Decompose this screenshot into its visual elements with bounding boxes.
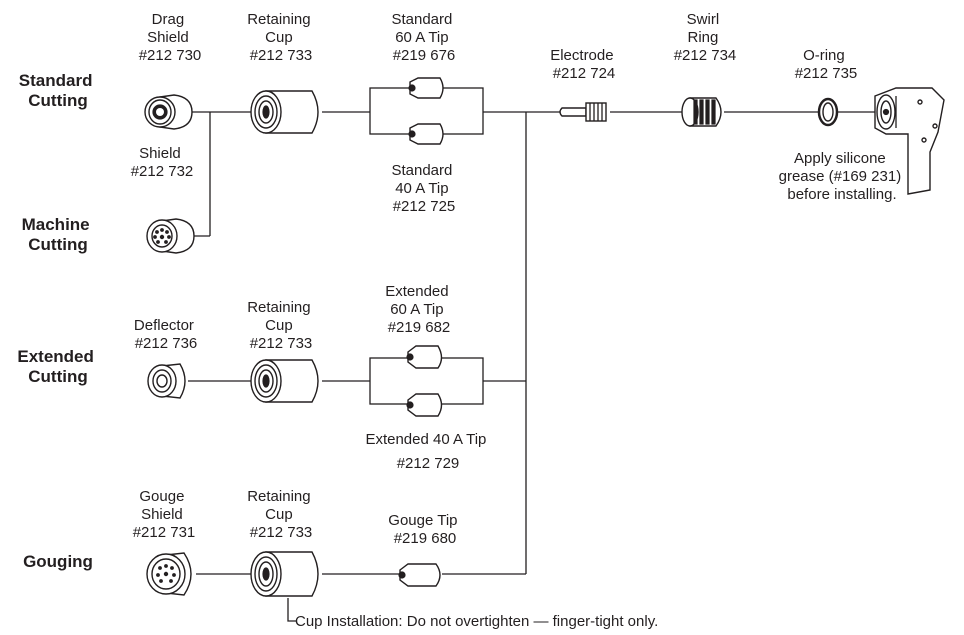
swirl-ring-icon [681, 97, 722, 127]
tip-icon [408, 123, 444, 145]
label-shield: Shield #212 732 [131, 145, 194, 180]
label-tip-extended-60a: Extended 60 A Tip #219 682 [385, 283, 453, 336]
category-standard-cutting: Standard Cutting [19, 71, 97, 110]
label-gouge-tip: Gouge Tip #219 680 [388, 512, 461, 547]
tip-icon [408, 77, 444, 99]
o-ring-icon [817, 97, 839, 127]
label-swirl-ring: Swirl Ring #212 734 [674, 11, 737, 64]
note-cup-installation: Cup Installation: Do not overtighten — f… [295, 613, 658, 630]
label-tip-standard-40a: Standard 40 A Tip #212 725 [391, 162, 456, 215]
electrode-icon [559, 102, 607, 122]
retaining-cup-icon [250, 90, 319, 134]
label-drag-shield: Drag Shield #212 730 [139, 11, 202, 64]
torch-head-icon [874, 87, 945, 195]
label-tip-standard-60a: Standard 60 A Tip #219 676 [391, 11, 456, 64]
category-machine-cutting: Machine Cutting [22, 215, 95, 254]
shield-icon [146, 218, 195, 254]
label-gouge-shield: Gouge Shield #212 731 [133, 488, 196, 541]
retaining-cup-icon [250, 551, 319, 597]
label-retaining-cup-standard: Retaining Cup #212 733 [247, 11, 315, 64]
label-deflector: Deflector #212 736 [134, 317, 198, 352]
label-electrode: Electrode #212 724 [550, 47, 618, 82]
label-o-ring: O-ring #212 735 [795, 47, 858, 82]
connector-lines [188, 87, 875, 622]
gouge-shield-icon [146, 552, 192, 596]
drag-shield-icon [144, 94, 193, 130]
note-silicone-grease: Apply silicone grease (#169 231) before … [779, 150, 906, 203]
retaining-cup-icon [250, 359, 319, 403]
label-tip-extended-40a: Extended 40 A Tip #212 729 [365, 431, 490, 472]
tip-icon [406, 393, 443, 417]
gouge-tip-icon [398, 563, 441, 587]
tip-icon [406, 345, 443, 369]
label-retaining-cup-extended: Retaining Cup #212 733 [247, 299, 315, 352]
category-labels: Standard Cutting Machine Cutting Extende… [17, 71, 98, 571]
category-extended-cutting: Extended Cutting [17, 347, 98, 386]
category-gouging: Gouging [23, 552, 93, 571]
label-retaining-cup-gouging: Retaining Cup #212 733 [247, 488, 315, 541]
deflector-icon [147, 363, 186, 399]
part-captions: Drag Shield #212 730 Shield #212 732 Ret… [131, 11, 906, 630]
